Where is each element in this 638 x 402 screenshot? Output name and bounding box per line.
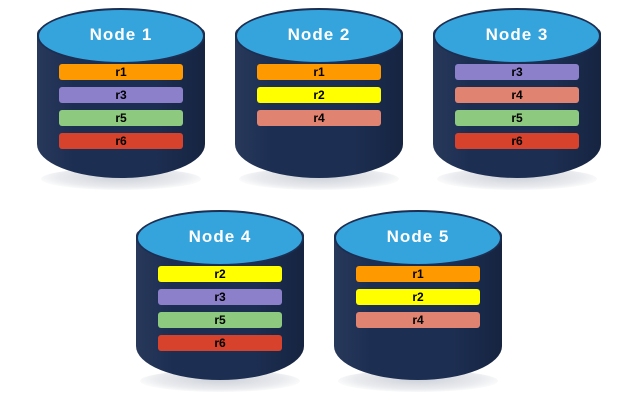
row-bar-r4[interactable]: r4: [257, 110, 381, 126]
row-bar-r3[interactable]: r3: [455, 64, 579, 80]
node-title: Node 2: [287, 25, 351, 44]
row-list: r1 r2 r4: [257, 64, 381, 126]
database-node-4[interactable]: Node 4 r2 r3 r5 r6: [132, 208, 308, 394]
row-bar-label: r3: [214, 289, 226, 304]
row-bar-label: r3: [115, 87, 127, 102]
node-title: Node 1: [89, 25, 153, 44]
row-bar-label: r6: [214, 335, 226, 350]
row-bar-r5[interactable]: r5: [59, 110, 183, 126]
row-bar-r6[interactable]: r6: [59, 133, 183, 149]
row-bar-r1[interactable]: r1: [257, 64, 381, 80]
row-bar-label: r2: [214, 266, 226, 281]
node-row-top: Node 1 r1 r3 r5 r6 Node 2 r1 r2 r4 Node 3 r3 r4 r5 r6: [0, 6, 638, 192]
node-title: Node 4: [188, 227, 252, 246]
row-bar-r6[interactable]: r6: [158, 335, 282, 351]
row-bar-label: r1: [412, 266, 424, 281]
row-bar-label: r5: [511, 110, 523, 125]
cylinder-top-ellipse: Node 2: [235, 8, 403, 64]
row-bar-label: r1: [313, 64, 325, 79]
row-bar-label: r3: [511, 64, 523, 79]
cylinder-top-ellipse: Node 4: [136, 210, 304, 266]
row-list: r2 r3 r5 r6: [158, 266, 282, 351]
row-list: r1 r3 r5 r6: [59, 64, 183, 149]
row-bar-r6[interactable]: r6: [455, 133, 579, 149]
node-title: Node 3: [485, 25, 549, 44]
row-bar-r2[interactable]: r2: [158, 266, 282, 282]
row-bar-r3[interactable]: r3: [59, 87, 183, 103]
row-bar-label: r5: [214, 312, 226, 327]
cylinder-top-ellipse: Node 5: [334, 210, 502, 266]
row-bar-r2[interactable]: r2: [356, 289, 480, 305]
row-bar-r1[interactable]: r1: [59, 64, 183, 80]
row-list: r3 r4 r5 r6: [455, 64, 579, 149]
node-title: Node 5: [386, 227, 450, 246]
row-bar-label: r6: [511, 133, 523, 148]
cylinder-body: [37, 28, 205, 178]
row-bar-label: r5: [115, 110, 127, 125]
row-bar-r3[interactable]: r3: [158, 289, 282, 305]
row-bar-label: r2: [412, 289, 424, 304]
cylinder-top-ellipse: Node 1: [37, 8, 205, 64]
row-bar-label: r1: [115, 64, 127, 79]
row-bar-label: r6: [115, 133, 127, 148]
row-bar-label: r4: [313, 110, 325, 125]
node-row-bottom: Node 4 r2 r3 r5 r6 Node 5 r1 r2 r4: [0, 208, 638, 394]
cylinder-top-ellipse: Node 3: [433, 8, 601, 64]
database-node-2[interactable]: Node 2 r1 r2 r4: [231, 6, 407, 192]
database-node-1[interactable]: Node 1 r1 r3 r5 r6: [33, 6, 209, 192]
row-bar-label: r4: [511, 87, 523, 102]
row-bar-label: r4: [412, 312, 424, 327]
row-list: r1 r2 r4: [356, 266, 480, 328]
database-node-5[interactable]: Node 5 r1 r2 r4: [330, 208, 506, 394]
row-bar-r2[interactable]: r2: [257, 87, 381, 103]
row-bar-r1[interactable]: r1: [356, 266, 480, 282]
row-bar-r5[interactable]: r5: [455, 110, 579, 126]
row-bar-r4[interactable]: r4: [356, 312, 480, 328]
row-bar-label: r2: [313, 87, 325, 102]
row-bar-r5[interactable]: r5: [158, 312, 282, 328]
row-bar-r4[interactable]: r4: [455, 87, 579, 103]
database-node-3[interactable]: Node 3 r3 r4 r5 r6: [429, 6, 605, 192]
